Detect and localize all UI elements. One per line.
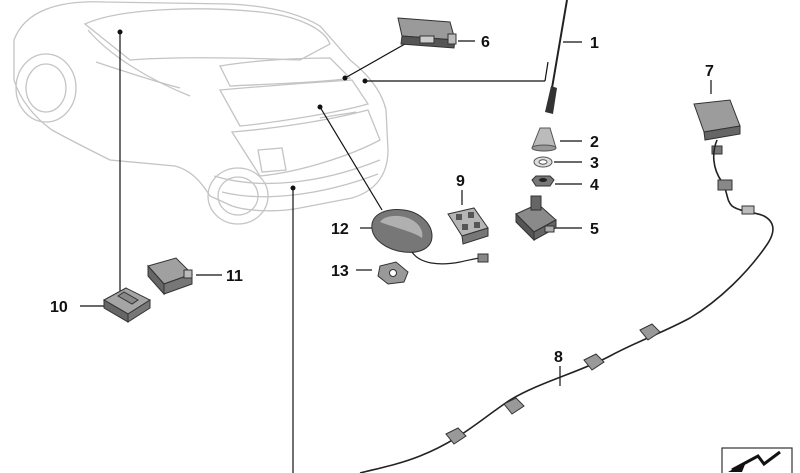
holder xyxy=(102,287,152,323)
antenna-seal-ring xyxy=(533,156,553,168)
shark-fin-antenna xyxy=(371,209,489,265)
callout-3: 3 xyxy=(590,155,599,172)
callout-4: 4 xyxy=(590,177,599,194)
callout-2: 2 xyxy=(590,134,599,151)
callout-8: 8 xyxy=(554,349,563,366)
roof-antenna-mast xyxy=(545,0,568,114)
bracket xyxy=(447,207,489,245)
antenna-cover xyxy=(531,127,557,152)
car-outline xyxy=(13,1,389,225)
callout-12: 12 xyxy=(331,221,349,238)
callout-6: 6 xyxy=(481,34,490,51)
callout-labels: 1 2 3 4 5 6 7 8 9 10 11 12 13 xyxy=(50,34,714,366)
arrow-icon xyxy=(721,447,793,473)
module xyxy=(397,17,457,49)
callout-11: 11 xyxy=(226,268,243,285)
callout-1: 1 xyxy=(590,35,599,52)
leader-lines xyxy=(80,29,712,473)
filter-module xyxy=(147,257,193,296)
antenna-amplifier xyxy=(693,99,741,155)
callout-10: 10 xyxy=(50,299,68,316)
retaining-clip xyxy=(377,261,409,285)
callout-13: 13 xyxy=(331,263,349,280)
callout-5: 5 xyxy=(590,221,599,238)
antenna-base xyxy=(515,195,557,242)
callout-7: 7 xyxy=(705,63,714,80)
callout-9: 9 xyxy=(456,173,465,190)
antenna-nut xyxy=(531,175,555,187)
antenna-cable xyxy=(359,139,774,473)
